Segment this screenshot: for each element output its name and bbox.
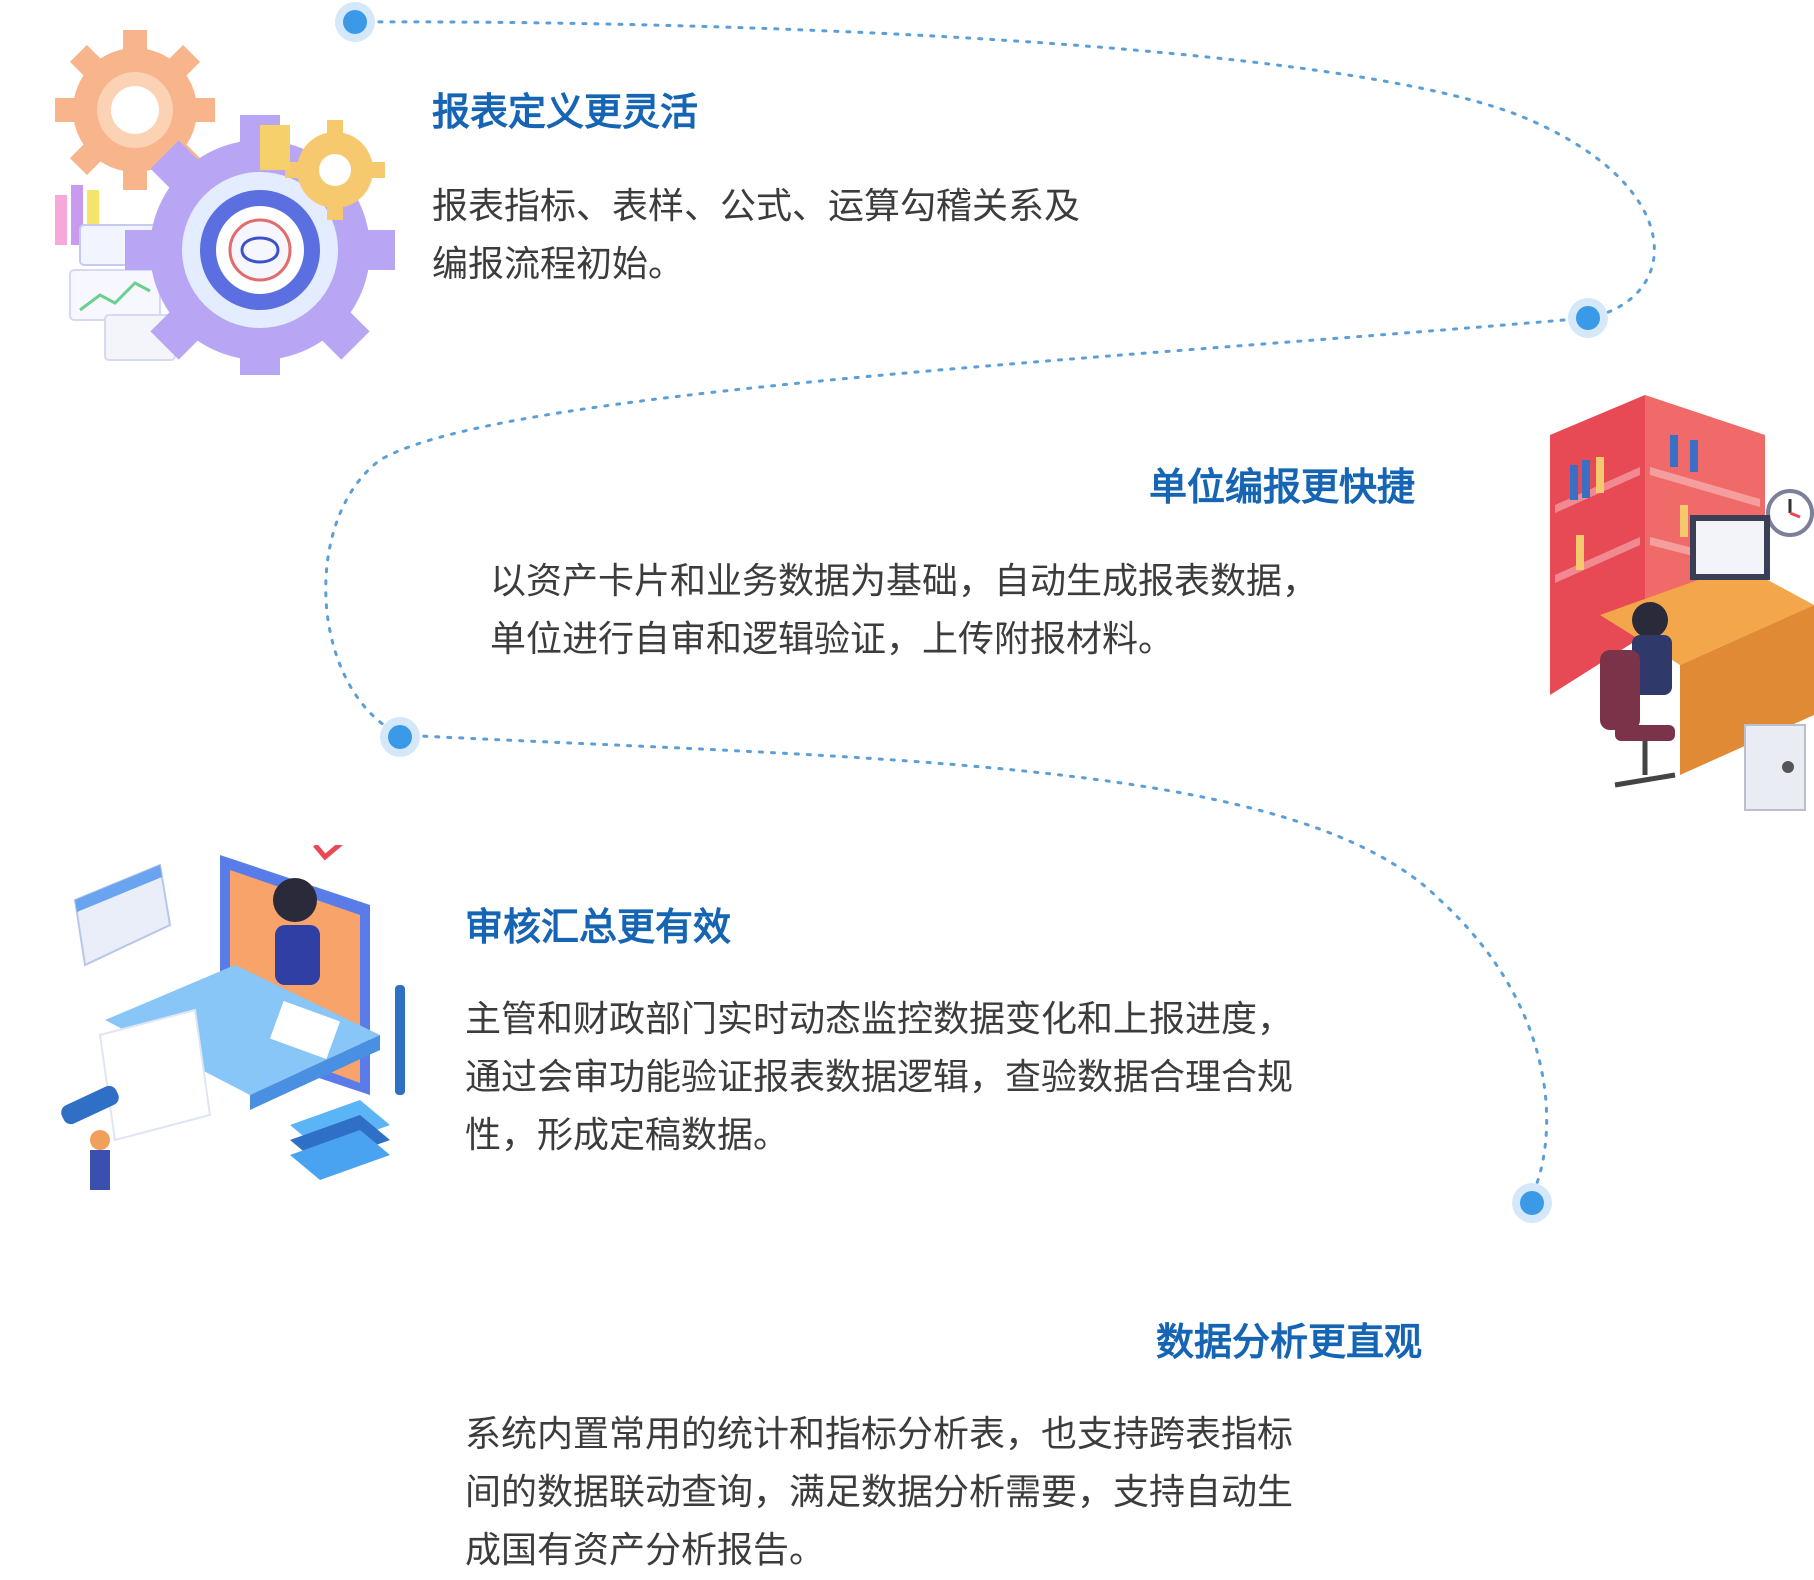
feature-description: 主管和财政部门实时动态监控数据变化和上报进度， 通过会审功能验证报表数据逻辑，查… (465, 991, 1465, 1165)
description-line: 成国有资产分析报告。 (465, 1529, 826, 1571)
path-node (1568, 298, 1608, 338)
description-line: 通过会审功能验证报表数据逻辑，查验数据合理合规 (465, 1056, 1294, 1098)
description-line: 编报流程初始。 (432, 243, 685, 285)
description-line: 主管和财政部门实时动态监控数据变化和上报进度， (465, 998, 1294, 1040)
path-node (1512, 1183, 1552, 1223)
description-line: 性，形成定稿数据。 (465, 1114, 790, 1156)
dotted-curve (324, 20, 1656, 1202)
feature-unit-reporting: 单位编报更快捷 以资产卡片和业务数据为基础，自动生成报表数据， 单位进行自审和逻… (490, 465, 1490, 669)
description-line: 单位进行自审和逻辑验证，上传附报材料。 (490, 618, 1175, 660)
description-line: 以资产卡片和业务数据为基础，自动生成报表数据， (490, 560, 1319, 602)
computer-review-illustration (20, 838, 410, 1215)
feature-description: 以资产卡片和业务数据为基础，自动生成报表数据， 单位进行自审和逻辑验证，上传附报… (490, 553, 1490, 669)
feature-title: 单位编报更快捷 (1148, 465, 1415, 509)
feature-description: 系统内置常用的统计和指标分析表，也支持跨表指标 间的数据联动查询，满足数据分析需… (465, 1406, 1465, 1580)
office-desk-illustration (1540, 395, 1814, 815)
feature-description: 报表指标、表样、公式、运算勾稽关系及 编报流程初始。 (432, 178, 1192, 294)
gears-brain-icon (25, 15, 395, 385)
feature-report-definition: 报表定义更灵活 报表指标、表样、公式、运算勾稽关系及 编报流程初始。 (432, 90, 1192, 294)
description-line: 间的数据联动查询，满足数据分析需要，支持自动生 (465, 1471, 1294, 1513)
feature-title: 数据分析更直观 (1155, 1320, 1422, 1364)
feature-title: 审核汇总更有效 (465, 905, 732, 949)
feature-review-summary: 审核汇总更有效 主管和财政部门实时动态监控数据变化和上报进度， 通过会审功能验证… (465, 905, 1465, 1165)
path-node (380, 717, 420, 757)
description-line: 报表指标、表样、公式、运算勾稽关系及 (432, 185, 1081, 227)
description-line: 系统内置常用的统计和指标分析表，也支持跨表指标 (465, 1413, 1294, 1455)
path-node (335, 2, 375, 42)
feature-title: 报表定义更灵活 (432, 90, 699, 134)
feature-data-analysis: 数据分析更直观 系统内置常用的统计和指标分析表，也支持跨表指标 间的数据联动查询… (465, 1320, 1465, 1580)
